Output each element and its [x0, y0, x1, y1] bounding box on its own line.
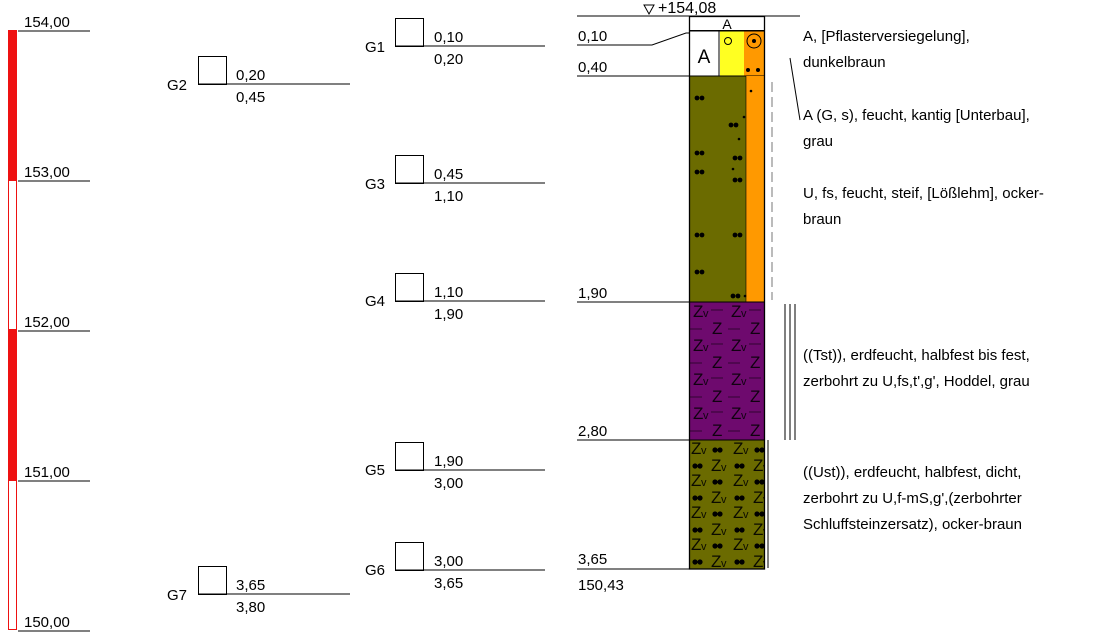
description-line: grau — [803, 133, 834, 150]
elevation-scale: 154,00 153,00 152,00 151,00 150,00 — [8, 14, 90, 632]
sample-id: G2 — [167, 77, 187, 94]
consistency-bracket — [789, 57, 801, 121]
sample-box — [395, 542, 424, 571]
water-level-triangle-icon — [643, 4, 655, 16]
depth-label: 1,90 — [578, 285, 607, 302]
depth-label: 0,40 — [578, 59, 607, 76]
depth-label: 2,80 — [578, 423, 607, 440]
description-line: ((Ust)), erdfeucht, halbfest, dicht, — [803, 464, 1022, 481]
sample-bottom-depth: 3,00 — [434, 475, 463, 492]
borehole-column: +154,08 A A — [577, 0, 801, 594]
description-line: zerbohrt zu U,f-mS,g',(zerbohrter — [803, 490, 1022, 507]
sample-id: G1 — [365, 39, 385, 56]
layer-description-claystone: ((Tst)), erdfeucht, halbfest bis fest, z… — [803, 343, 1030, 395]
scale-segment-solid — [8, 330, 17, 480]
depth-label: 3,65 — [578, 551, 607, 568]
scale-segment-hollow — [8, 480, 17, 630]
sample-id: G6 — [365, 562, 385, 579]
description-line: dunkelbraun — [803, 54, 886, 71]
sample-id: G4 — [365, 293, 385, 310]
scale-segment-solid — [8, 30, 17, 180]
description-line: U, fs, feucht, steif, [Lößlehm], ocker- — [803, 185, 1044, 202]
sample-id: G5 — [365, 462, 385, 479]
description-line: ((Tst)), erdfeucht, halbfest bis fest, — [803, 347, 1030, 364]
scale-label: 151,00 — [24, 464, 70, 481]
sample-g1: G1 0,10 0,20 — [365, 18, 545, 68]
layer-description-loess: U, fs, feucht, steif, [Lößlehm], ocker- … — [803, 181, 1044, 233]
sample-g7: G7 3,65 3,80 — [167, 566, 350, 616]
sample-top-depth: 3,65 — [236, 577, 265, 594]
sample-id: G3 — [365, 176, 385, 193]
sample-bottom-depth: 1,90 — [434, 306, 463, 323]
scale-label: 150,00 — [24, 614, 70, 631]
sample-bottom-depth: 0,45 — [236, 89, 265, 106]
depth-label: 0,10 — [578, 28, 607, 45]
sample-g3: G3 0,45 1,10 — [365, 155, 545, 205]
sample-top-depth: 1,10 — [434, 284, 463, 301]
sample-g5: G5 1,90 3,00 — [365, 442, 545, 492]
sample-box — [395, 18, 424, 47]
bottom-elevation: 150,43 — [578, 577, 624, 594]
sample-top-depth: 3,00 — [434, 553, 463, 570]
top-elevation: +154,08 — [658, 0, 716, 17]
description-line: A (G, s), feucht, kantig [Unterbau], — [803, 107, 1030, 124]
layer-description-pavement: A, [Pflasterversiegelung], dunkelbraun — [803, 24, 970, 76]
sample-box — [395, 442, 424, 471]
sample-bottom-depth: 3,65 — [434, 575, 463, 592]
sample-bottom-depth: 0,20 — [434, 51, 463, 68]
sample-bottom-depth: 3,80 — [236, 599, 265, 616]
sample-g6: G6 3,00 3,65 — [365, 542, 545, 592]
sample-id: G7 — [167, 587, 187, 604]
layer-description-siltstone: ((Ust)), erdfeucht, halbfest, dicht, zer… — [803, 460, 1022, 538]
sample-g2: G2 0,20 0,45 — [167, 56, 350, 106]
top-marker: A — [722, 16, 732, 32]
description-line: braun — [803, 211, 842, 228]
scale-label: 153,00 — [24, 164, 70, 181]
sample-box — [198, 56, 227, 85]
layer-a-symbol: A — [698, 47, 711, 68]
scale-label: 152,00 — [24, 314, 70, 331]
description-line: A, [Pflasterversiegelung], — [803, 28, 970, 45]
sample-top-depth: 0,20 — [236, 67, 265, 84]
layer-description-base: A (G, s), feucht, kantig [Unterbau], gra… — [803, 103, 1030, 155]
sample-g4: G4 1,10 1,90 — [365, 273, 545, 323]
description-line: zerbohrt zu U,fs,t',g', Hoddel, grau — [803, 373, 1030, 390]
sample-bottom-depth: 1,10 — [434, 188, 463, 205]
sample-top-depth: 0,45 — [434, 166, 463, 183]
scale-label: 154,00 — [24, 14, 70, 31]
sample-box — [395, 273, 424, 302]
sample-top-depth: 1,90 — [434, 453, 463, 470]
sample-top-depth: 0,10 — [434, 29, 463, 46]
sample-box — [395, 155, 424, 184]
sample-box — [198, 566, 227, 595]
description-line: Schluffsteinzersatz), ocker-braun — [803, 516, 1022, 533]
scale-segment-hollow — [8, 180, 17, 330]
